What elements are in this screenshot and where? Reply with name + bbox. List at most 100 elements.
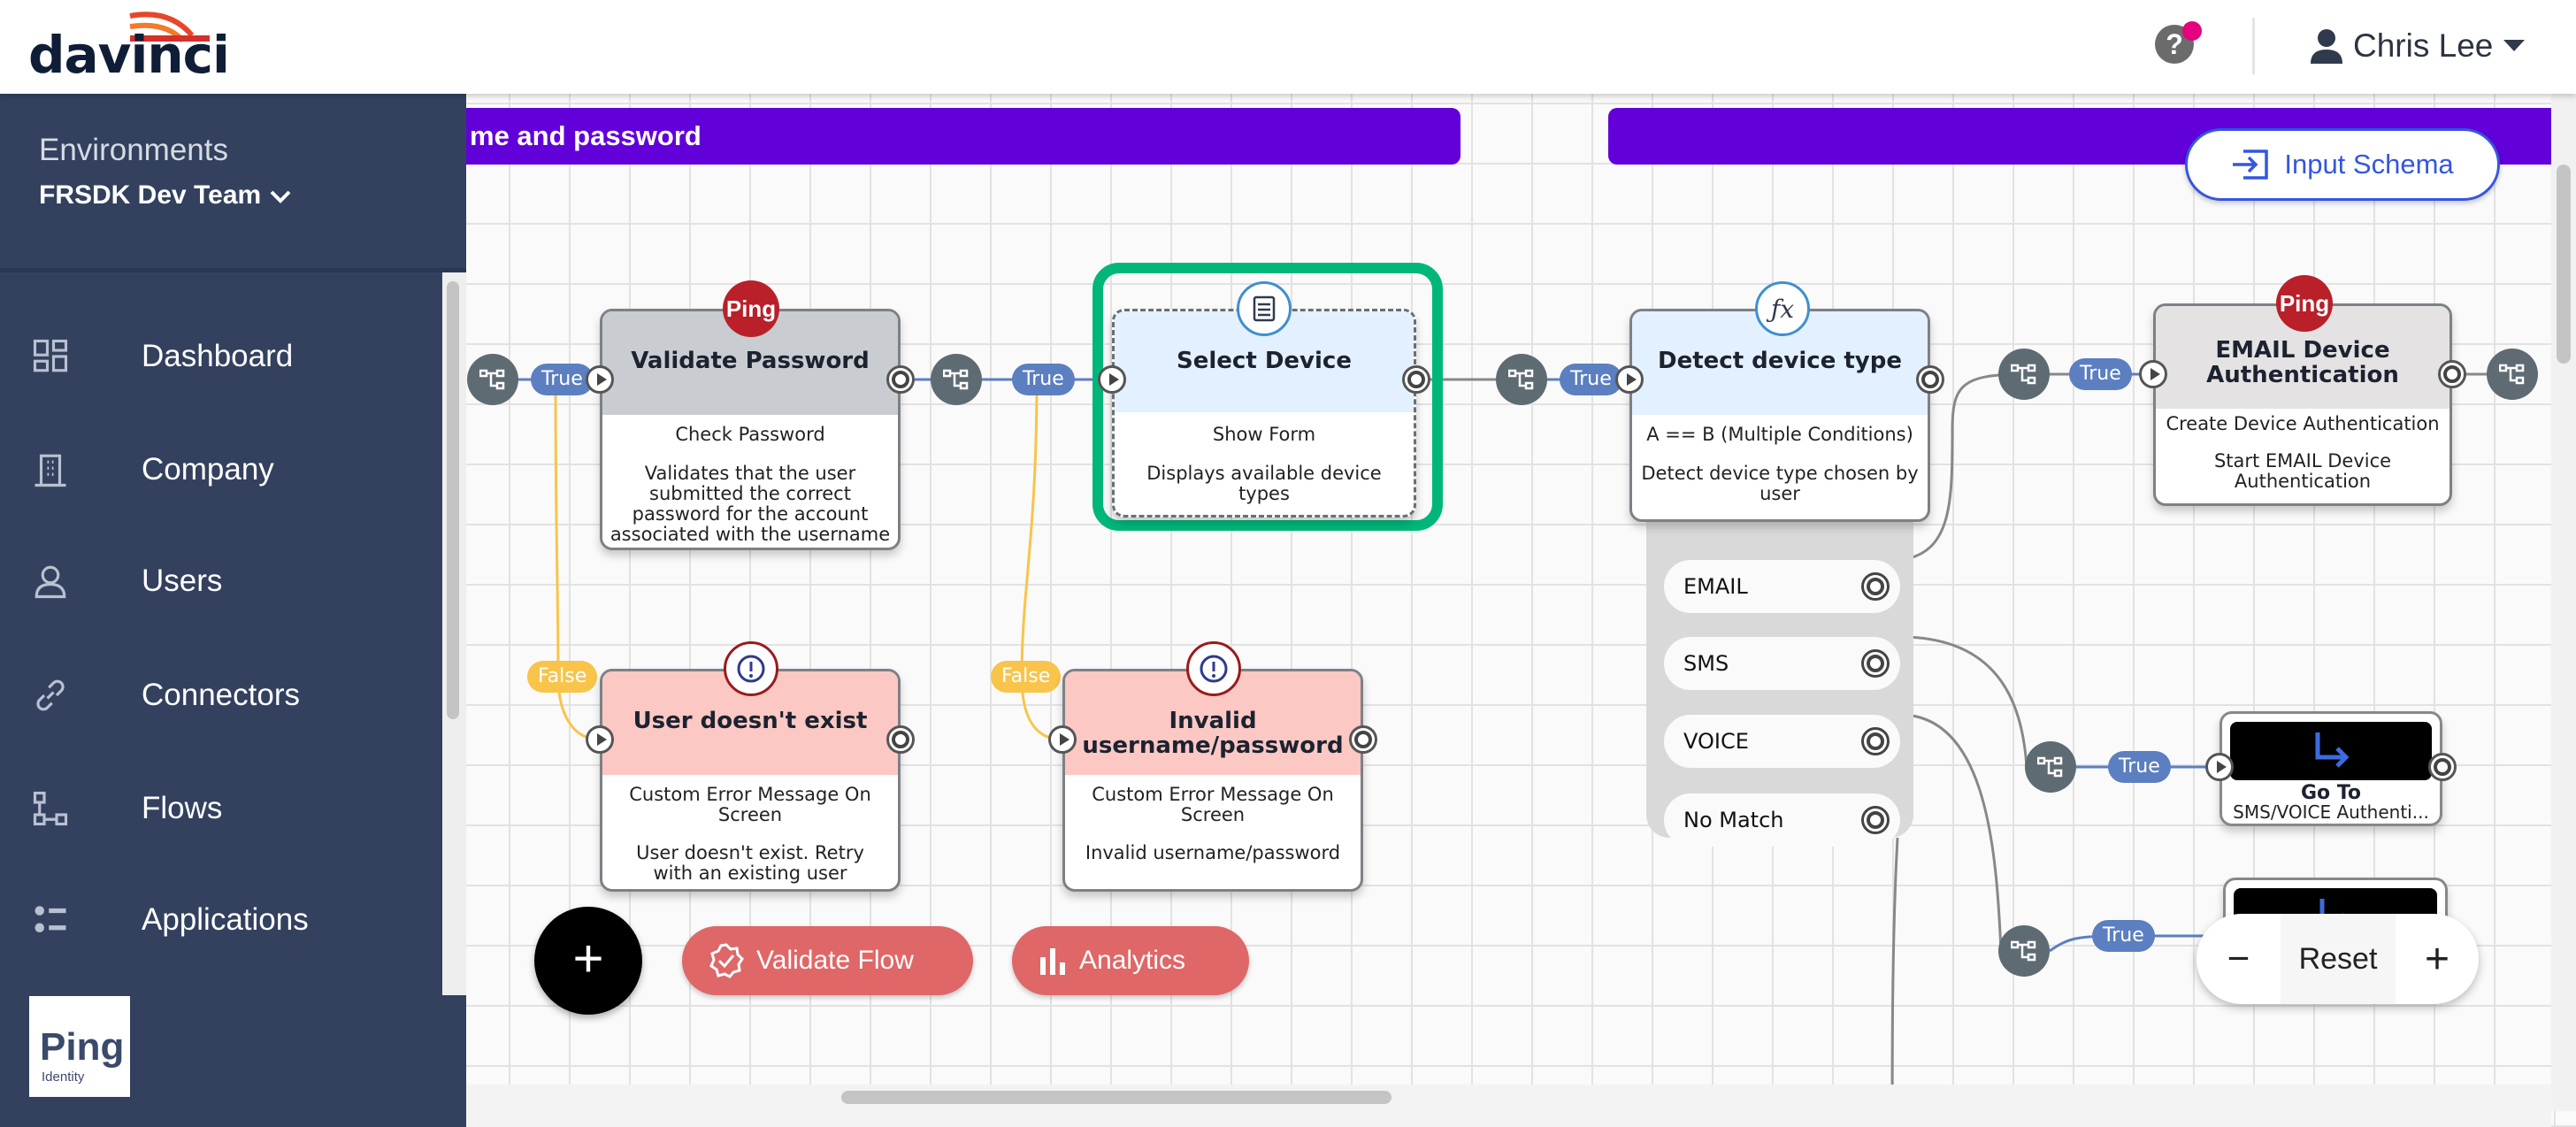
input-schema-icon <box>2233 150 2269 180</box>
branch-connector[interactable] <box>922 354 991 405</box>
error-icon <box>1186 641 1241 696</box>
node-action: A == B (Multiple Conditions) <box>1646 424 1913 445</box>
node-description: Validates that the user submitted the co… <box>610 463 891 545</box>
input-port[interactable] <box>1098 365 1126 394</box>
input-schema-label: Input Schema <box>2284 149 2454 180</box>
node-title: Validate Password <box>631 348 870 374</box>
branch-connector[interactable] <box>1990 925 2058 977</box>
ping-badge-icon: Ping <box>723 280 779 337</box>
node-group-banner[interactable]: me and password <box>466 108 1460 165</box>
sidebar-item-dashboard[interactable]: Dashboard <box>0 317 442 396</box>
add-node-button[interactable]: + <box>534 907 642 1015</box>
output-port[interactable] <box>1916 365 1944 394</box>
sidebar-item-label: Dashboard <box>142 339 294 373</box>
branch-connector[interactable] <box>1487 354 1556 405</box>
branch-connector[interactable] <box>1990 349 2058 400</box>
bar-chart-icon <box>1040 948 1065 975</box>
analytics-button[interactable]: Analytics <box>1012 926 1249 995</box>
badge-check-icon <box>709 943 744 978</box>
true-condition-pill[interactable]: True <box>2108 751 2171 783</box>
input-port[interactable] <box>586 725 614 754</box>
ping-badge-icon: Ping <box>2276 275 2333 332</box>
input-port[interactable] <box>1615 365 1644 394</box>
selected-node-outline <box>1092 263 1443 531</box>
output-port[interactable] <box>1861 727 1890 755</box>
sidebar-item-connectors[interactable]: Connectors <box>0 656 442 735</box>
sidebar-item-applications[interactable]: Applications <box>0 880 442 960</box>
node-title: User doesn't exist <box>632 708 868 734</box>
sidebar-item-label: Company <box>142 452 274 487</box>
node-description: User doesn't exist. Retry with an existi… <box>636 842 864 884</box>
true-condition-pill[interactable]: True <box>1012 364 1075 395</box>
sidebar-item-users[interactable]: Users <box>0 541 442 621</box>
input-schema-button[interactable]: Input Schema <box>2185 128 2500 201</box>
node-go-to[interactable]: Go To SMS/VOICE Authenti... <box>2220 711 2442 826</box>
top-header: davinci ? Chris Lee <box>0 0 2576 94</box>
output-port[interactable] <box>2438 360 2466 388</box>
input-port[interactable] <box>2205 753 2234 781</box>
flow-icon <box>33 791 68 826</box>
output-port[interactable] <box>886 725 915 754</box>
zoom-out-button[interactable]: − <box>2227 937 2250 980</box>
vertical-scrollbar[interactable] <box>2551 94 2576 1111</box>
user-menu[interactable]: Chris Lee <box>2311 25 2526 67</box>
node-user-doesnt-exist[interactable]: User doesn't exist Custom Error Message … <box>600 669 901 892</box>
option-label: VOICE <box>1683 729 1749 754</box>
vertical-scrollbar-thumb[interactable] <box>2557 165 2571 364</box>
output-port[interactable] <box>1861 572 1890 601</box>
node-select-device[interactable]: Select Device Show Form Displays availab… <box>1112 309 1416 518</box>
branch-connector[interactable] <box>466 354 527 405</box>
link-icon <box>36 679 65 711</box>
input-port[interactable] <box>586 365 614 394</box>
branch-icon <box>2037 756 2063 778</box>
output-port[interactable] <box>1861 649 1890 678</box>
option-email[interactable]: EMAIL <box>1664 560 1900 613</box>
input-port[interactable] <box>1048 725 1077 754</box>
output-port[interactable] <box>2428 753 2457 781</box>
output-port[interactable] <box>1861 806 1890 834</box>
false-condition-pill[interactable]: False <box>991 661 1062 693</box>
sidebar-item-flows[interactable]: Flows <box>0 769 442 848</box>
svg-text:Identity: Identity <box>42 1070 85 1085</box>
false-condition-pill[interactable]: False <box>527 661 598 693</box>
zoom-reset-button[interactable]: Reset <box>2281 914 2396 1004</box>
environment-dropdown[interactable]: FRSDK Dev Team <box>39 180 292 211</box>
node-action: Custom Error Message On Screen <box>629 784 871 825</box>
true-condition-pill[interactable]: True <box>2069 358 2132 390</box>
sidebar-item-label: Flows <box>142 791 223 825</box>
option-label: No Match <box>1683 808 1784 832</box>
branch-icon <box>943 369 969 390</box>
validate-flow-button[interactable]: Validate Flow <box>682 926 973 995</box>
sidebar-scrollbar[interactable] <box>442 272 466 995</box>
branch-connector[interactable] <box>2478 349 2547 400</box>
node-validate-password[interactable]: Validate Password Check Password Validat… <box>600 309 901 550</box>
output-port[interactable] <box>1349 725 1377 754</box>
flow-canvas[interactable]: me and password True True True True True… <box>466 94 2576 1127</box>
node-title: Detect device type <box>1658 348 1902 374</box>
true-condition-pill[interactable]: True <box>1560 364 1622 395</box>
sidebar-item-company[interactable]: Company <box>0 430 442 510</box>
logo-text: davinci <box>28 25 230 85</box>
node-email-device-authentication[interactable]: EMAIL Device Authentication Create Devic… <box>2153 303 2452 506</box>
option-sms[interactable]: SMS <box>1664 637 1900 690</box>
branch-icon <box>1508 369 1534 390</box>
banner-title: me and password <box>470 120 702 151</box>
node-title: Select Device <box>1177 348 1352 374</box>
output-port[interactable] <box>886 365 915 394</box>
input-port[interactable] <box>2139 360 2167 388</box>
node-description: Start EMAIL Device Authentication <box>2213 450 2392 492</box>
horizontal-scrollbar-thumb[interactable] <box>841 1091 1392 1104</box>
true-condition-pill[interactable]: True <box>531 364 594 395</box>
environment-selector[interactable]: Environments FRSDK Dev Team <box>0 94 466 272</box>
true-condition-pill[interactable]: True <box>2092 920 2155 952</box>
zoom-in-button[interactable]: + <box>2424 935 2450 983</box>
node-detect-device-type[interactable]: Detect device type A == B (Multiple Cond… <box>1629 309 1930 522</box>
option-no-match[interactable]: No Match <box>1664 794 1900 847</box>
horizontal-scrollbar[interactable] <box>466 1085 2551 1127</box>
sidebar-scrollbar-thumb[interactable] <box>447 281 459 719</box>
output-port[interactable] <box>1402 365 1430 394</box>
davinci-logo[interactable]: davinci <box>28 9 230 85</box>
branch-connector[interactable] <box>2016 741 2085 793</box>
node-invalid-username-password[interactable]: Invalid username/password Custom Error M… <box>1062 669 1363 892</box>
option-voice[interactable]: VOICE <box>1664 715 1900 768</box>
